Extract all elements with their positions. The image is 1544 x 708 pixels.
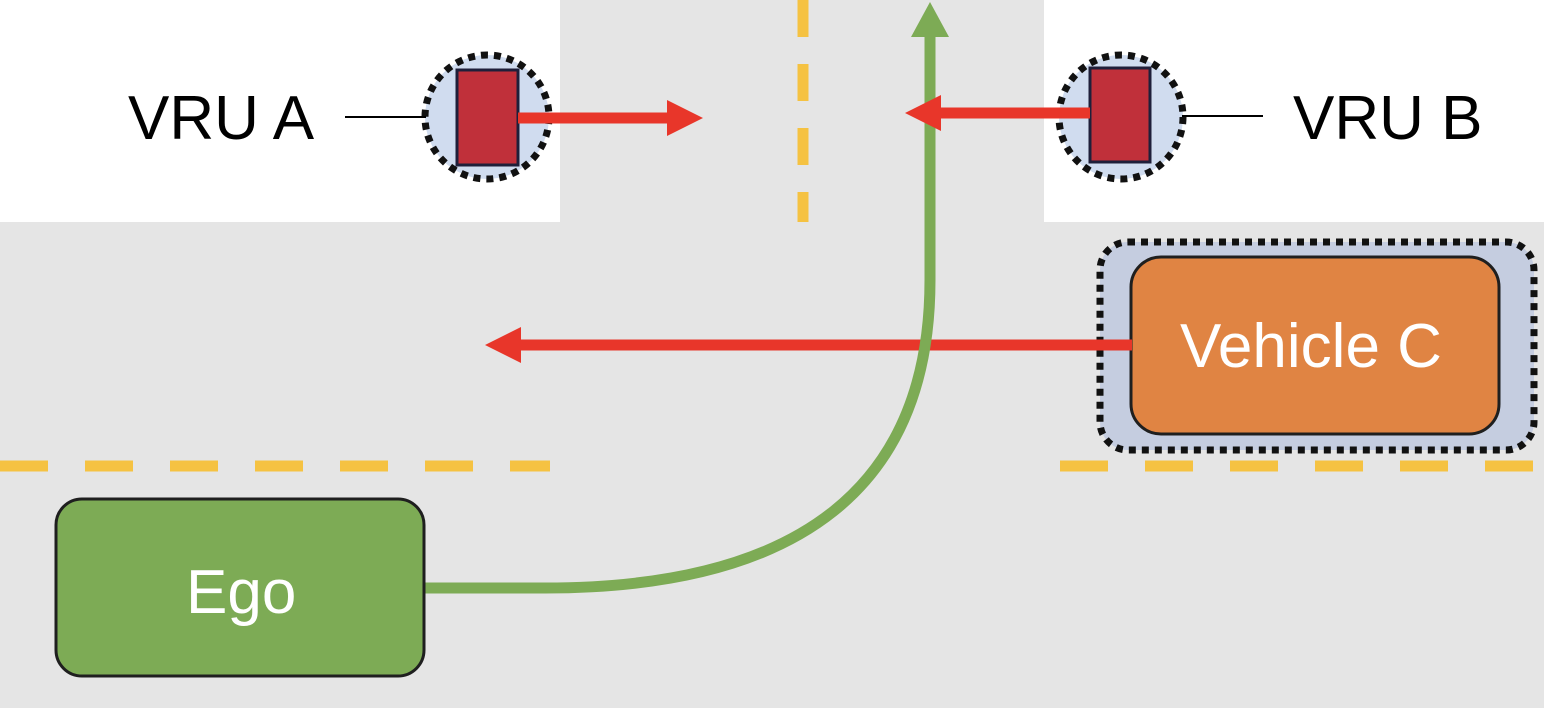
ego-vehicle <box>54 497 426 678</box>
vehicle-c-arrowhead <box>485 327 521 363</box>
vru-a-arrowhead <box>667 100 703 136</box>
vru-b-arrowhead <box>905 95 941 131</box>
ego-path <box>424 32 936 594</box>
vehicle-c-label: Vehicle C <box>1180 312 1442 381</box>
vru-a-body <box>455 68 520 167</box>
vru-b-label: VRU B <box>1293 84 1483 153</box>
vru-a-label: VRU A <box>128 84 315 153</box>
ego-label: Ego <box>186 558 297 627</box>
vru-b-body <box>1088 66 1152 164</box>
ego-path-arrowhead <box>911 2 949 37</box>
